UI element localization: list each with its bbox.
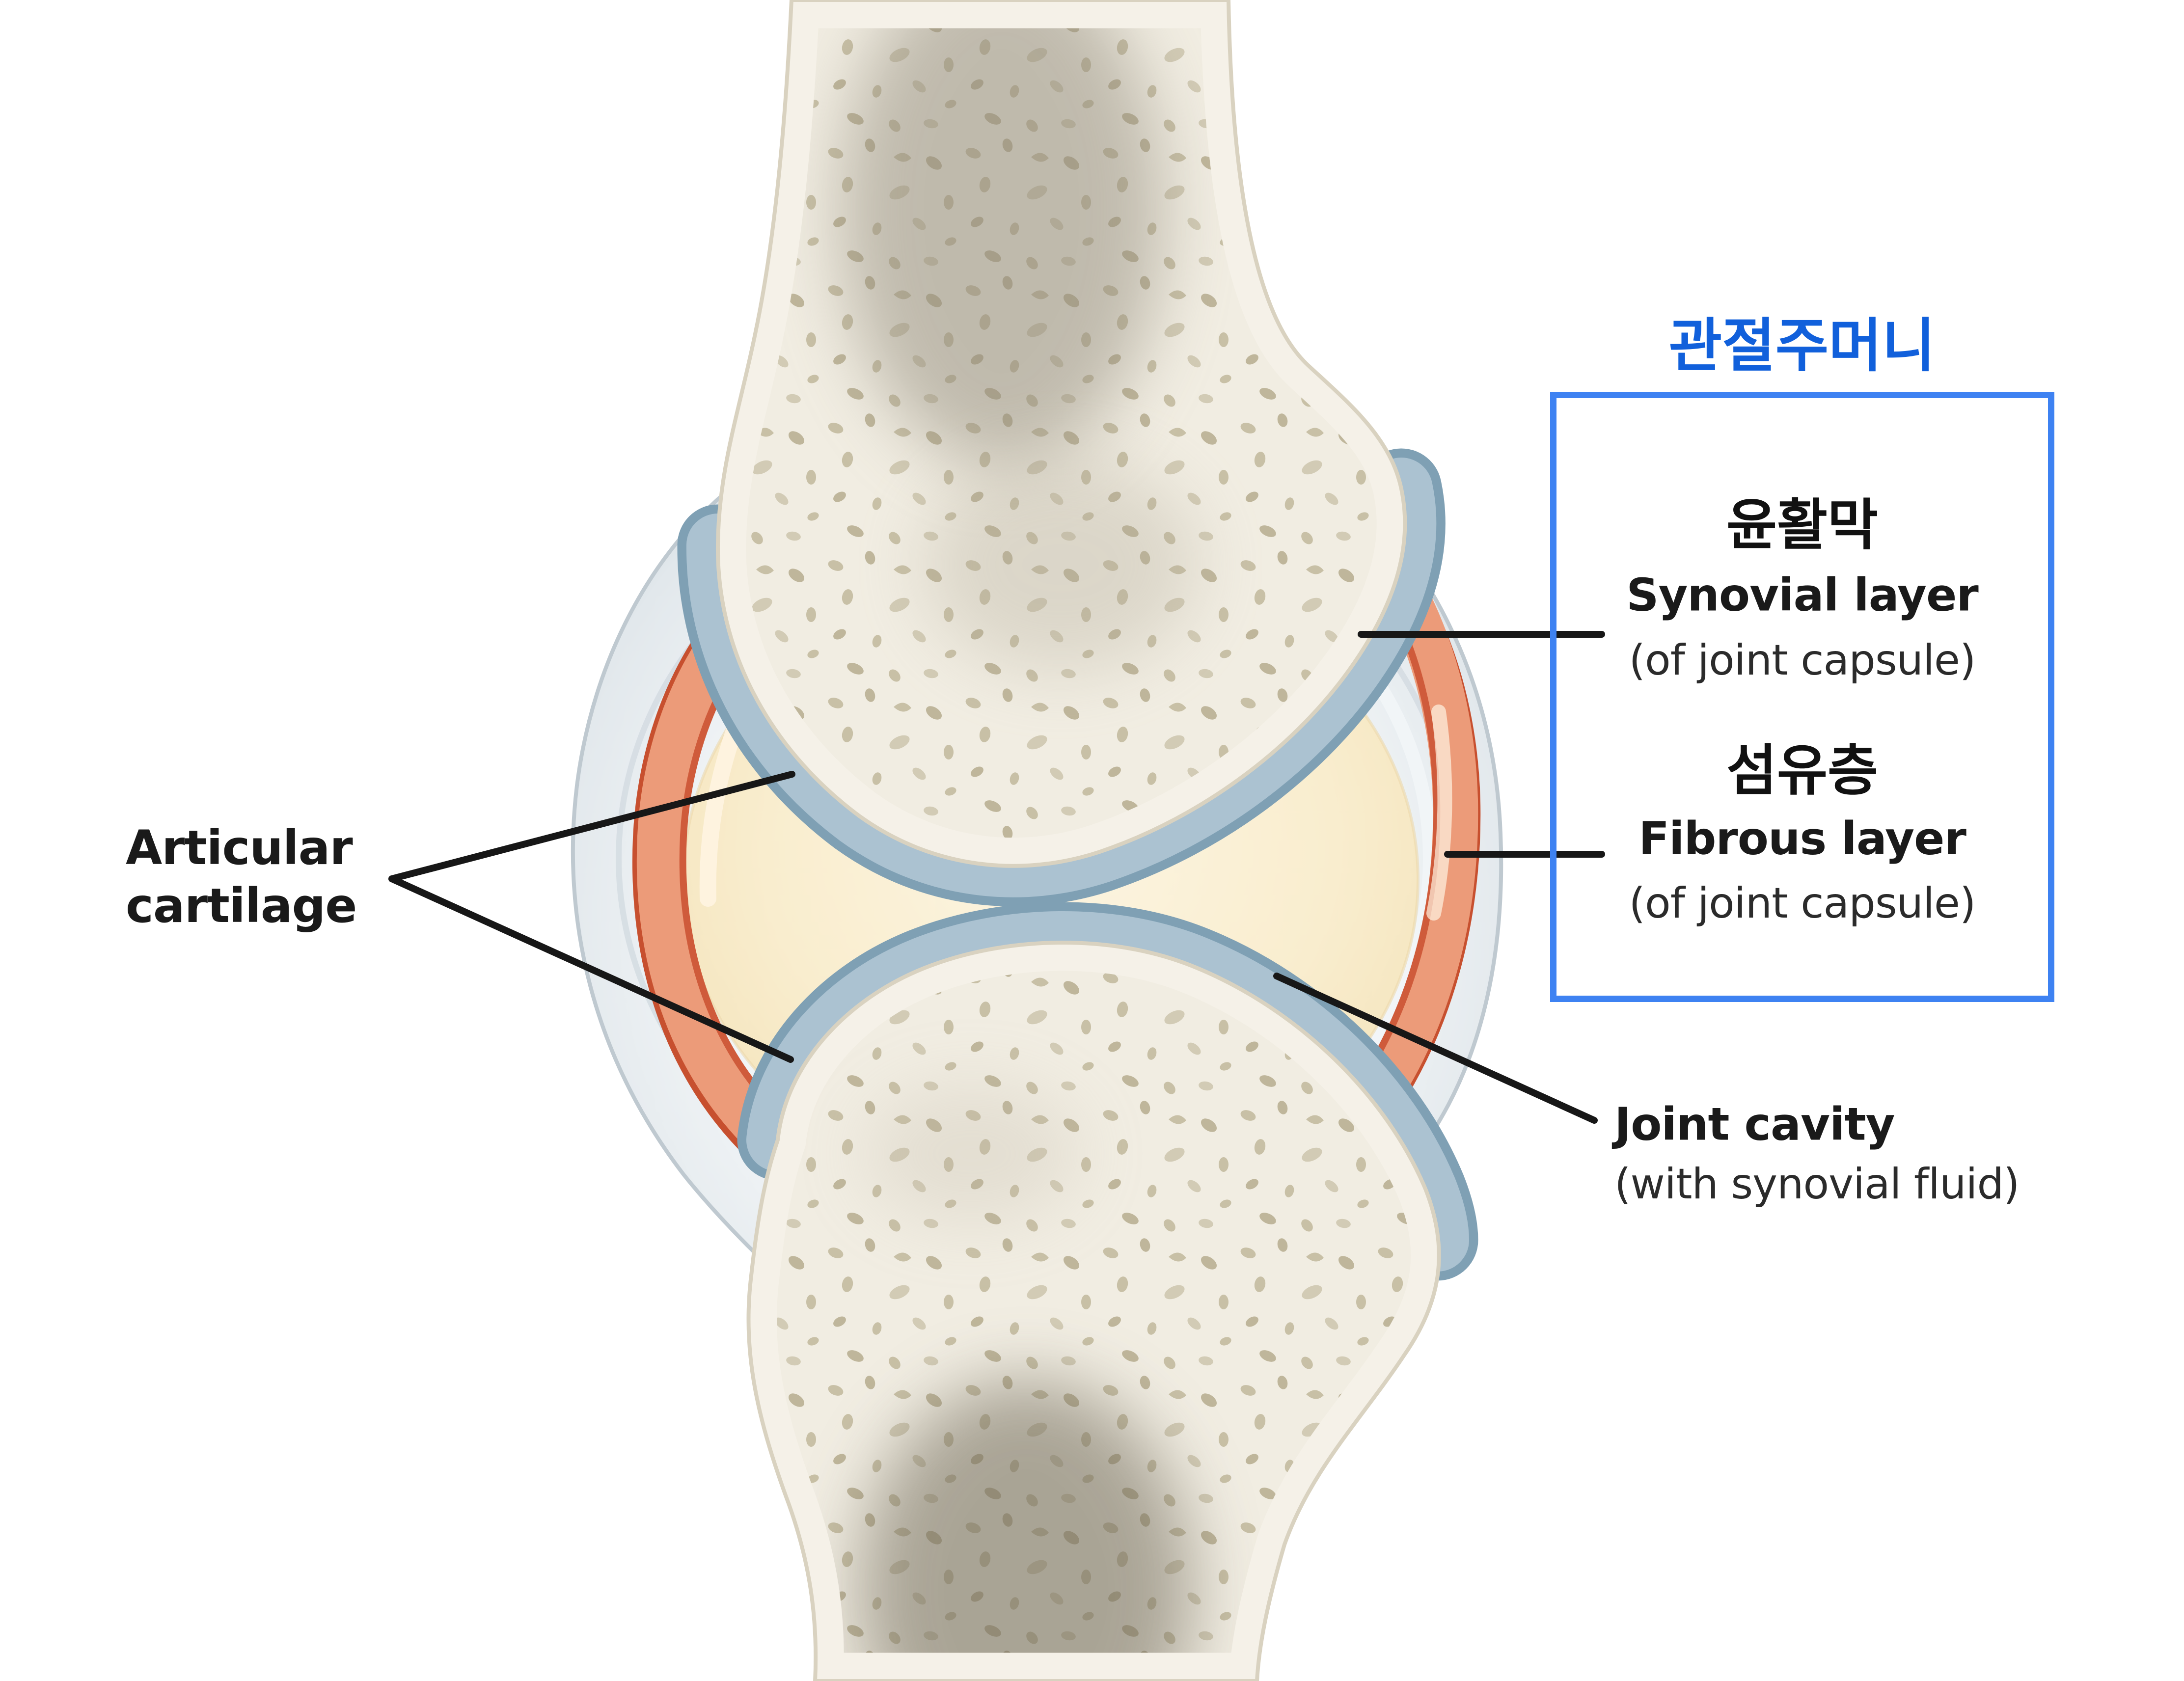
- label-synovial-kr: 윤활막: [1726, 493, 1879, 557]
- leader-articular-upper: [388, 771, 795, 882]
- label-fibrous-kr: 섬유층: [1726, 739, 1879, 803]
- label-fibrous-en: Fibrous layer: [1638, 812, 1966, 865]
- label-synovial-sub: (of joint capsule): [1629, 636, 1976, 685]
- leader-lines: [388, 631, 1605, 1124]
- label-fibrous-sub: (of joint capsule): [1629, 879, 1976, 928]
- leader-articular-lower: [388, 875, 794, 1063]
- capsule-callout-box: [1550, 392, 2054, 1002]
- label-synovial-en: Synovial layer: [1626, 569, 1979, 622]
- lower-bone: [746, 940, 1441, 1681]
- label-articular-line2: cartilage: [126, 878, 357, 933]
- upper-bone: [715, 0, 1407, 868]
- label-articular-line1: Articular: [126, 820, 353, 875]
- leader-joint-cavity: [1273, 973, 1598, 1124]
- label-joint-cavity: Joint cavity: [1614, 1098, 1895, 1151]
- label-joint-cavity-sub: (with synovial fluid): [1614, 1160, 2020, 1209]
- label-capsule-title-kr: 관절주머니: [1668, 312, 1936, 380]
- label-articular-cartilage: Articular cartilage: [126, 819, 357, 935]
